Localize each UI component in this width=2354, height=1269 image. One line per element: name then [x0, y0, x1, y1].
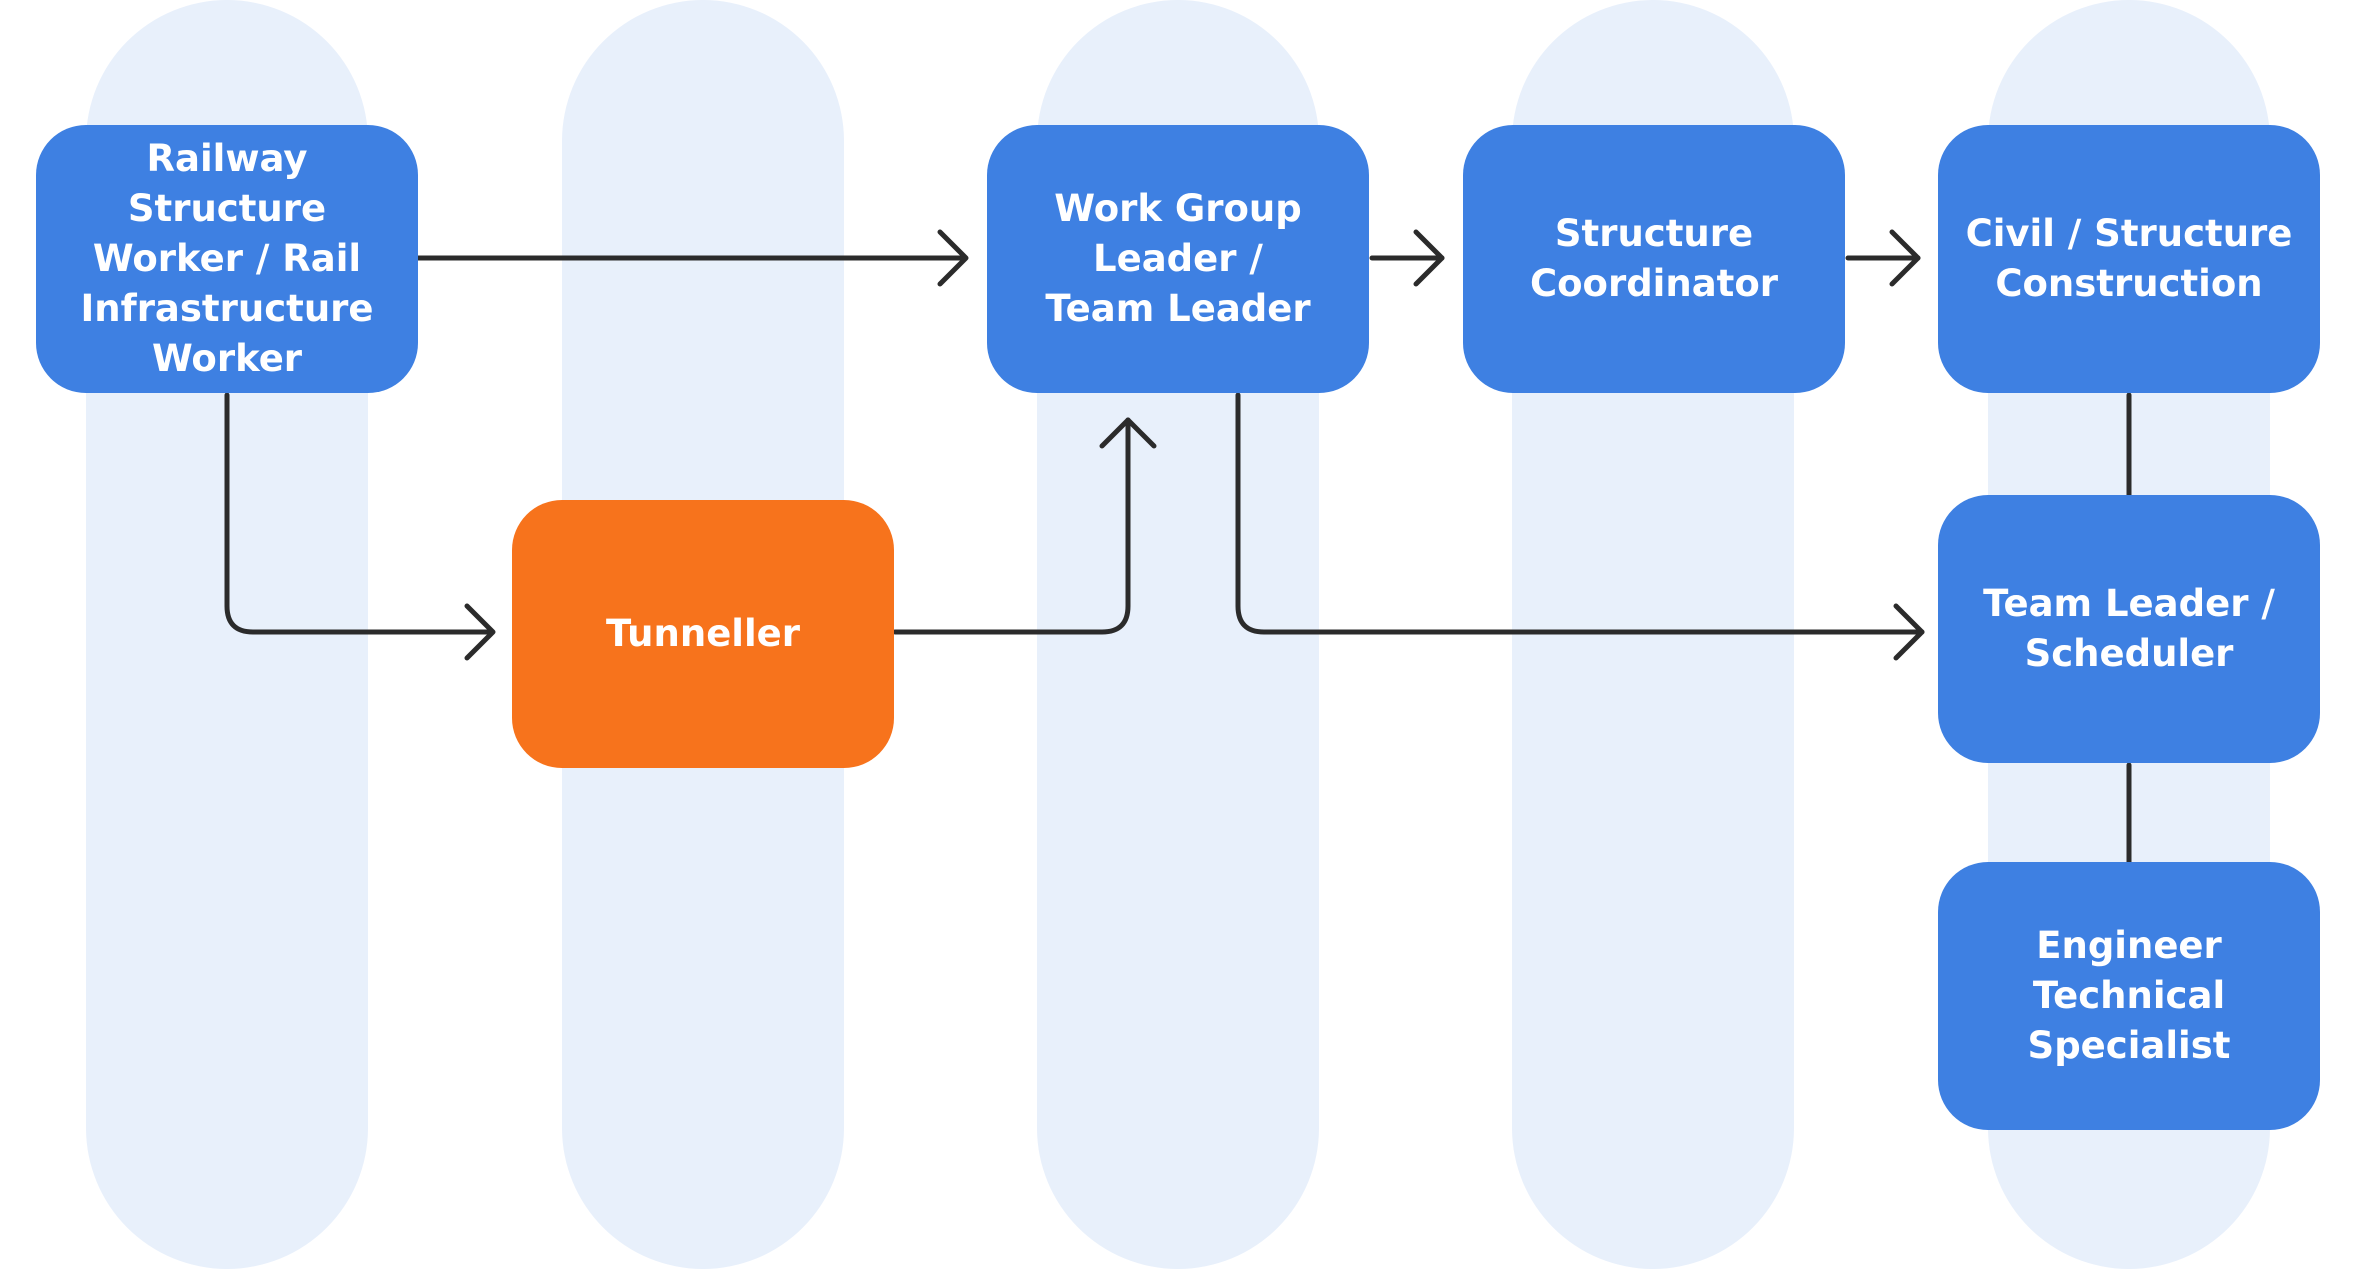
node-civil-structure-construction: Civil / Structure Construction	[1938, 125, 2320, 393]
arrowhead-railway-to-tunneller	[464, 603, 496, 661]
connector-tunneller-to-work-group-leader	[892, 417, 1131, 635]
node-team-leader-scheduler-label: Team Leader / Scheduler	[1983, 582, 2275, 675]
node-railway-structure-worker: Railway Structure Worker / Rail Infrastr…	[36, 125, 418, 393]
node-work-group-leader: Work Group Leader / Team Leader	[987, 125, 1369, 393]
arrowhead-structure-coordinator-to-civil-structure-construction	[1889, 229, 1921, 287]
arrowhead-work-group-leader-to-structure-coordinator	[1413, 229, 1445, 287]
connector-railway-to-tunneller	[224, 392, 494, 635]
node-structure-coordinator: Structure Coordinator	[1463, 125, 1845, 393]
node-team-leader-scheduler: Team Leader / Scheduler	[1938, 495, 2320, 763]
node-tunneller: Tunneller	[512, 500, 894, 768]
node-engineer-technical-specialist: Engineer Technical Specialist	[1938, 862, 2320, 1130]
node-railway-structure-worker-label: Railway Structure Worker / Rail Infrastr…	[80, 137, 374, 380]
node-structure-coordinator-label: Structure Coordinator	[1529, 212, 1779, 305]
node-work-group-leader-label: Work Group Leader / Team Leader	[1045, 187, 1311, 330]
connector-work-group-leader-to-team-leader-scheduler	[1235, 392, 1925, 635]
arrowhead-railway-to-work-group-leader	[937, 229, 969, 287]
node-civil-structure-construction-label: Civil / Structure Construction	[1965, 212, 2293, 305]
node-engineer-technical-specialist-label: Engineer Technical Specialist	[2027, 924, 2231, 1067]
arrowhead-work-group-leader-to-team-leader-scheduler	[1893, 603, 1925, 661]
arrowhead-tunneller-to-work-group-leader	[1099, 417, 1157, 449]
node-tunneller-label: Tunneller	[606, 612, 800, 655]
